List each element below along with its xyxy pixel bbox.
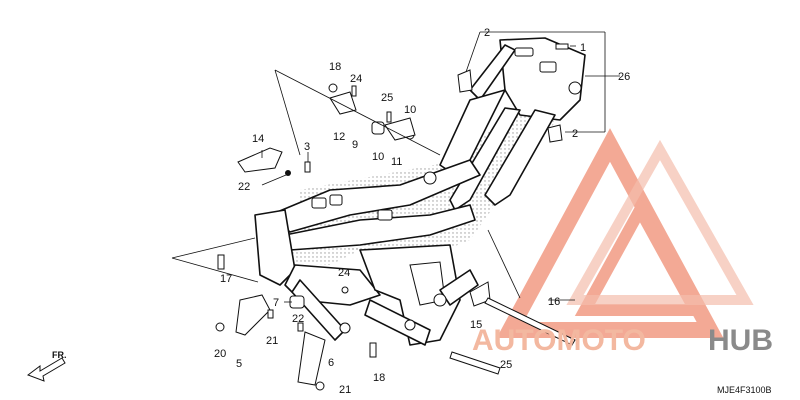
callout-label: 22	[238, 181, 250, 193]
callout-label: 18	[373, 372, 385, 384]
callout-label: 14	[252, 133, 264, 145]
callout-label: 2	[484, 27, 490, 39]
diagram-code: MJE4F3100B	[717, 385, 772, 395]
callout-label: 17	[220, 273, 232, 285]
watermark-text-colored: AUTOMOTO	[472, 324, 646, 357]
callout-label: 12	[333, 131, 345, 143]
callout-label: 11	[391, 156, 402, 168]
callouts: 2 1 26 2 18 24 25 10 12 9 10 11 14 3 22 …	[214, 27, 630, 396]
watermark-text: AUTOMOTO HUB	[472, 324, 773, 357]
callout-label: 20	[214, 348, 226, 360]
callout-label: 16	[548, 296, 560, 308]
callout-label: 2	[572, 128, 578, 140]
small-parts	[215, 43, 576, 391]
callout-label: 1	[580, 42, 586, 54]
callout-label: 25	[381, 92, 393, 104]
callout-label: 10	[404, 104, 416, 116]
callout-label: 9	[352, 139, 358, 151]
part-cover	[237, 147, 283, 173]
callout-label: 24	[350, 73, 362, 85]
callout-label: 24	[338, 267, 350, 279]
callout-label: 15	[470, 319, 482, 331]
callout-label: 10	[372, 151, 384, 163]
callout-label: 26	[618, 71, 630, 83]
main-frame	[254, 37, 586, 346]
callout-label: 25	[500, 359, 512, 371]
callout-label: 21	[266, 335, 278, 347]
leader-lines	[171, 31, 620, 303]
callout-label: 7	[273, 297, 279, 309]
callout-label: 18	[329, 61, 341, 73]
watermark-text-gray: HUB	[708, 324, 773, 357]
direction-label: FR.	[52, 350, 67, 360]
front-direction-indicator: FR.	[26, 350, 67, 382]
callout-label: 21	[339, 384, 351, 396]
callout-label: 6	[328, 357, 334, 369]
callout-label: 3	[304, 141, 310, 153]
callout-label: 22	[292, 313, 304, 325]
watermark-logo	[496, 128, 754, 338]
callout-label: 5	[236, 358, 242, 370]
